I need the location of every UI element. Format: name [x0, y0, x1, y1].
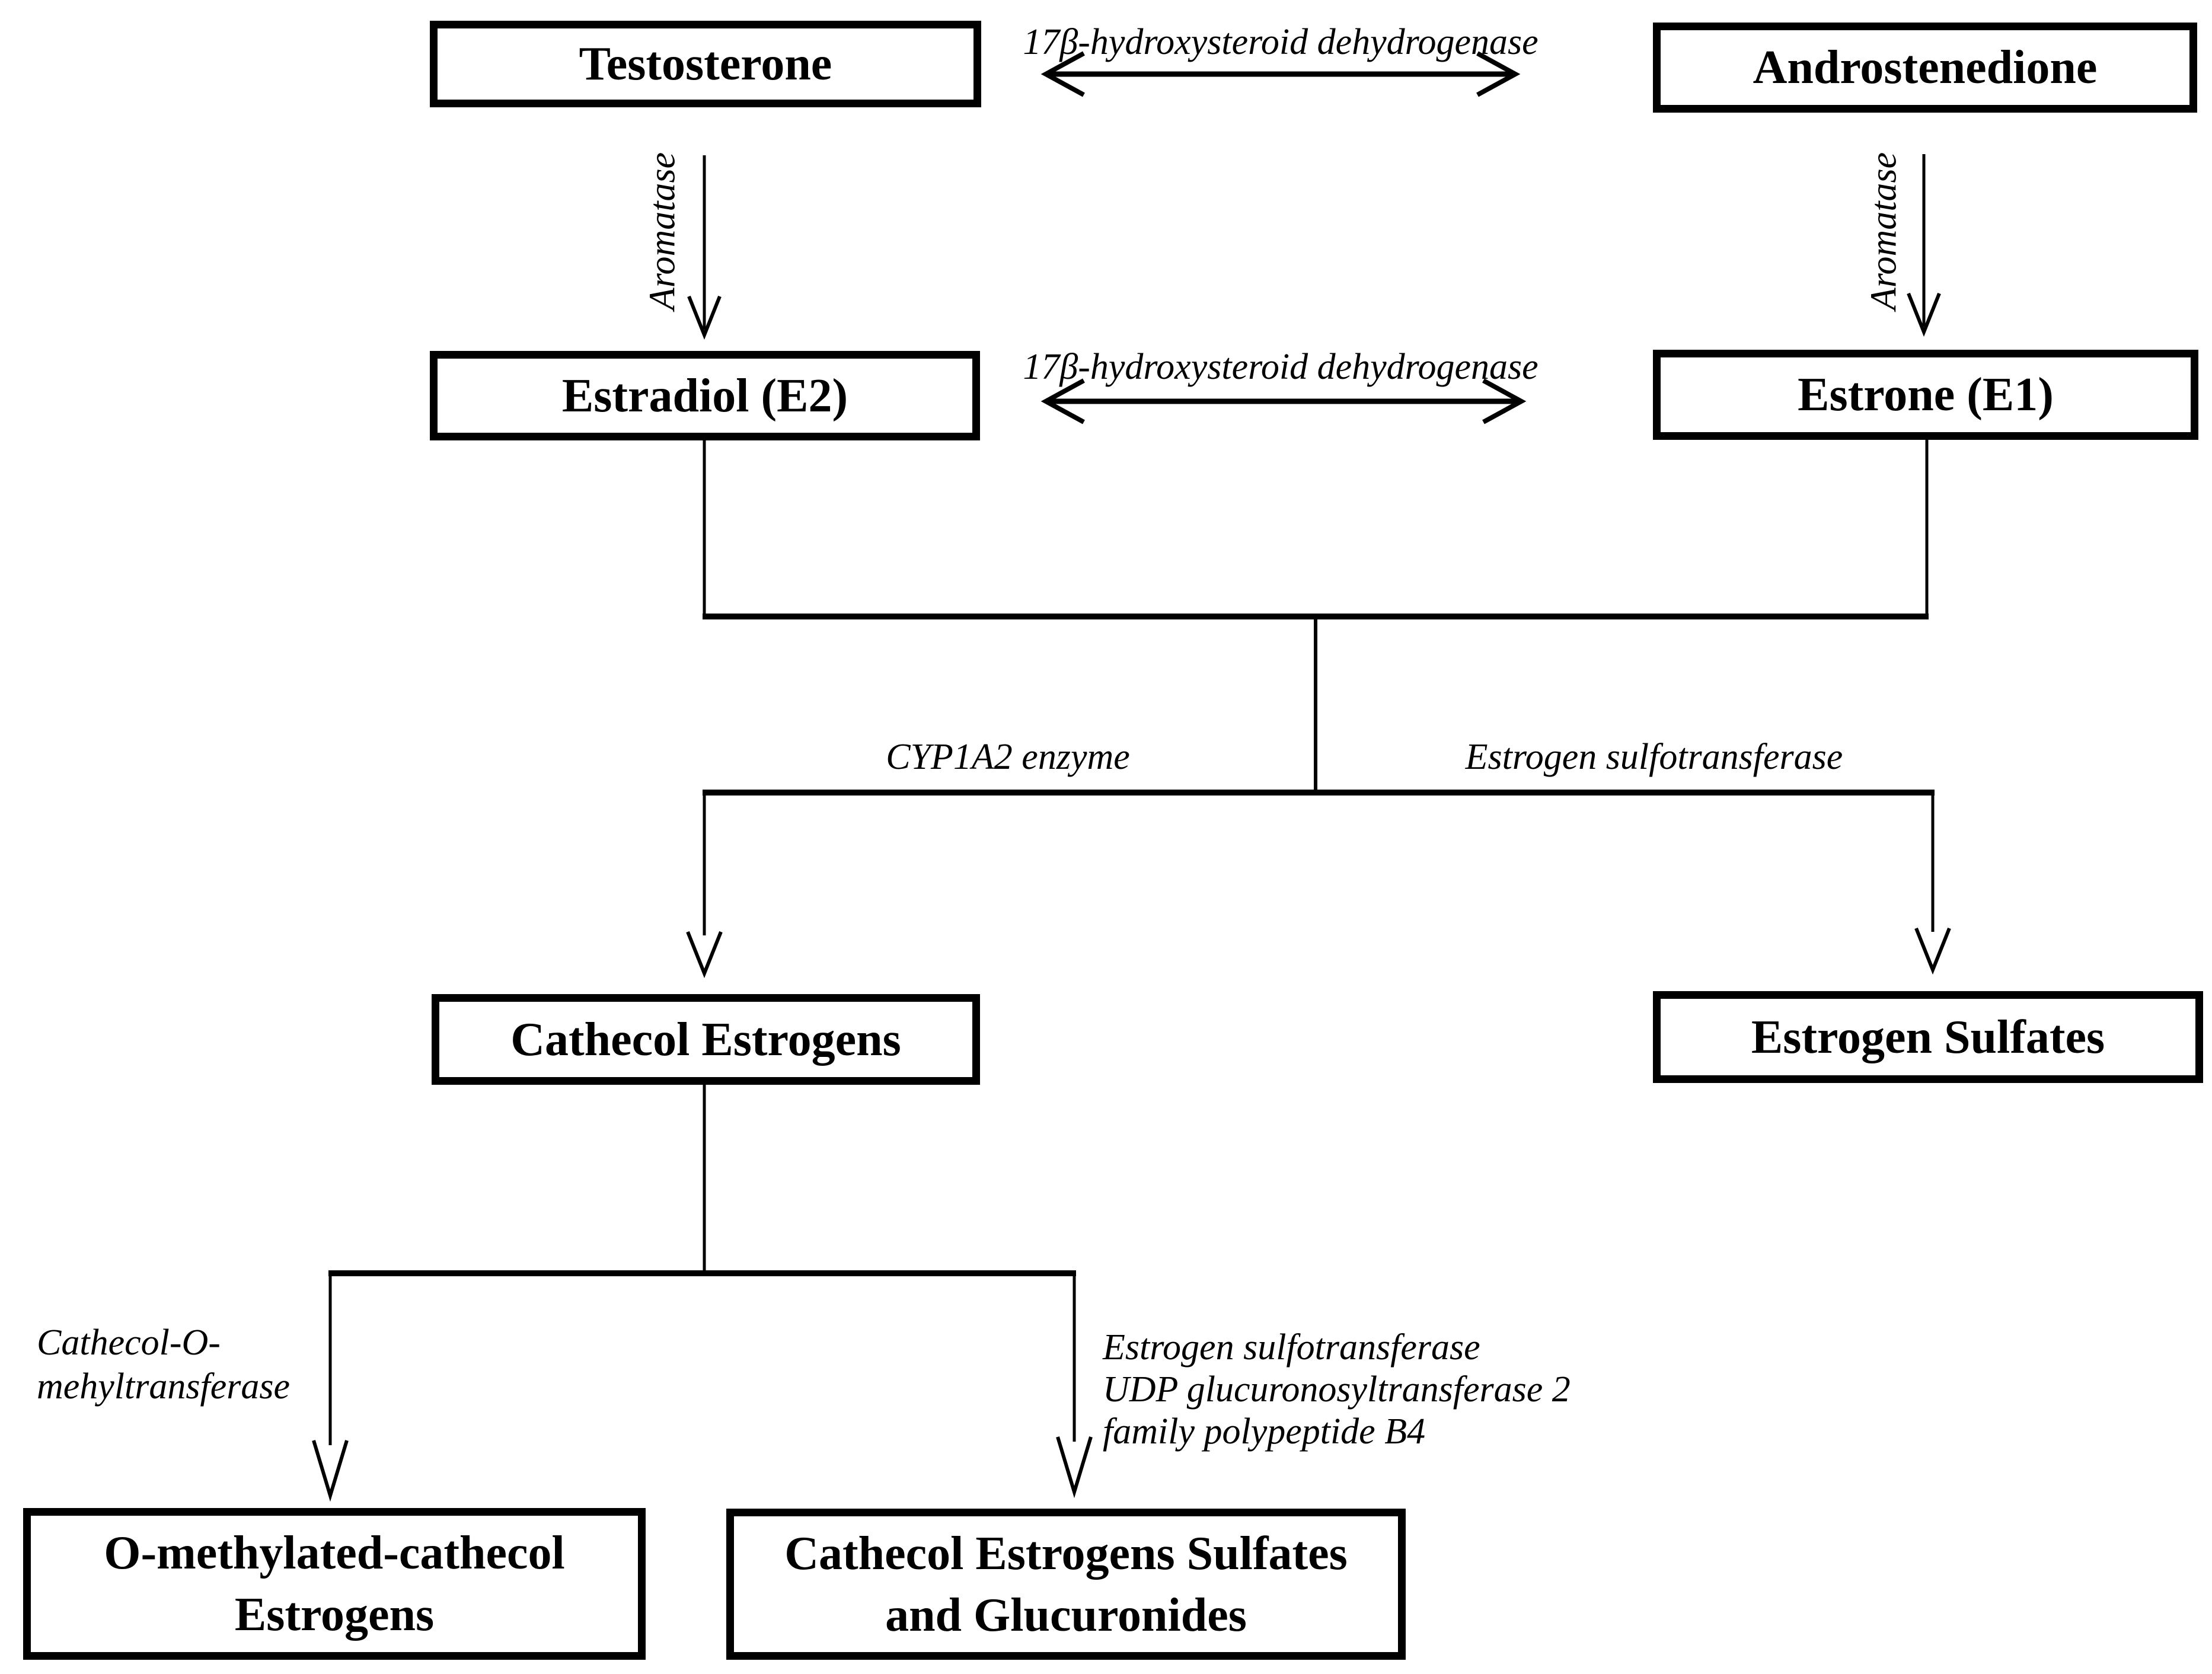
enzyme-label-comt: Cathecol-O- mehyltransferase	[37, 1321, 290, 1408]
enzyme-label-right-branch-line3: family polypeptide B4	[1103, 1411, 1426, 1452]
node-cathecol-estrogens-label: Cathecol Estrogens	[510, 1013, 901, 1066]
double-arrow-top-icon	[1040, 51, 1521, 97]
enzyme-label-aromatase-right: Aromatase	[1863, 152, 1904, 311]
node-cathecol-estrogens: Cathecol Estrogens	[432, 994, 980, 1085]
node-estrone: Estrone (E1)	[1653, 350, 2198, 440]
node-estradiol-label: Estradiol (E2)	[561, 369, 848, 422]
node-estrogen-sulfates: Estrogen Sulfates	[1653, 991, 2203, 1083]
node-androstenedione-label: Androstenedione	[1753, 41, 2098, 94]
enzyme-label-right-branch-line2: UDP glucuronosyltransferase 2	[1103, 1369, 1571, 1410]
arrow-down-cyp1a2-icon	[686, 793, 723, 979]
node-o-methylated-line1: O-methylated-cathecol	[104, 1527, 565, 1579]
node-sulfates-glucuronides-line2: and Glucuronides	[885, 1589, 1247, 1641]
node-o-methylated-cathecol-estrogens: O-methylated-cathecol Estrogens	[23, 1508, 646, 1660]
arrow-down-sulfotransferase-icon	[1914, 793, 1951, 975]
enzyme-label-hsd-top: 17β-hydroxysteroid dehydrogenase	[1023, 22, 1538, 62]
node-o-methylated-line2: Estrogens	[234, 1589, 435, 1641]
arrow-down-aromatase-left-icon	[687, 155, 722, 340]
node-androstenedione: Androstenedione	[1653, 23, 2197, 113]
node-sulfates-glucuronides-line1: Cathecol Estrogens Sulfates	[784, 1527, 1348, 1580]
enzyme-label-comt-line1: Cathecol-O-	[37, 1322, 221, 1363]
double-arrow-middle-icon	[1040, 378, 1527, 424]
node-cathecol-estrogens-sulfates-glucuronides: Cathecol Estrogens Sulfates and Glucuron…	[726, 1509, 1406, 1660]
enzyme-label-comt-line2: mehyltransferase	[37, 1366, 291, 1407]
enzyme-label-hsd-middle: 17β-hydroxysteroid dehydrogenase	[1023, 347, 1538, 387]
arrow-down-comt-icon	[312, 1273, 349, 1502]
arrow-down-aromatase-right-icon	[1907, 154, 1941, 337]
arrow-down-ugt-icon	[1056, 1273, 1093, 1499]
node-estrone-label: Estrone (E1)	[1798, 369, 2054, 421]
enzyme-label-cyp1a2: CYP1A2 enzyme	[886, 737, 1130, 777]
enzyme-label-right-branch: Estrogen sulfotransferase UDP glucuronos…	[1103, 1327, 1571, 1453]
node-testosterone: Testosterone	[430, 21, 981, 107]
node-estradiol: Estradiol (E2)	[430, 351, 980, 440]
node-estrogen-sulfates-label: Estrogen Sulfates	[1751, 1011, 2105, 1063]
enzyme-label-estrogen-sulfotransferase: Estrogen sulfotransferase	[1465, 737, 1843, 777]
node-testosterone-label: Testosterone	[579, 38, 832, 90]
enzyme-label-aromatase-left: Aromatase	[642, 152, 683, 311]
enzyme-label-right-branch-line1: Estrogen sulfotransferase	[1103, 1327, 1480, 1368]
